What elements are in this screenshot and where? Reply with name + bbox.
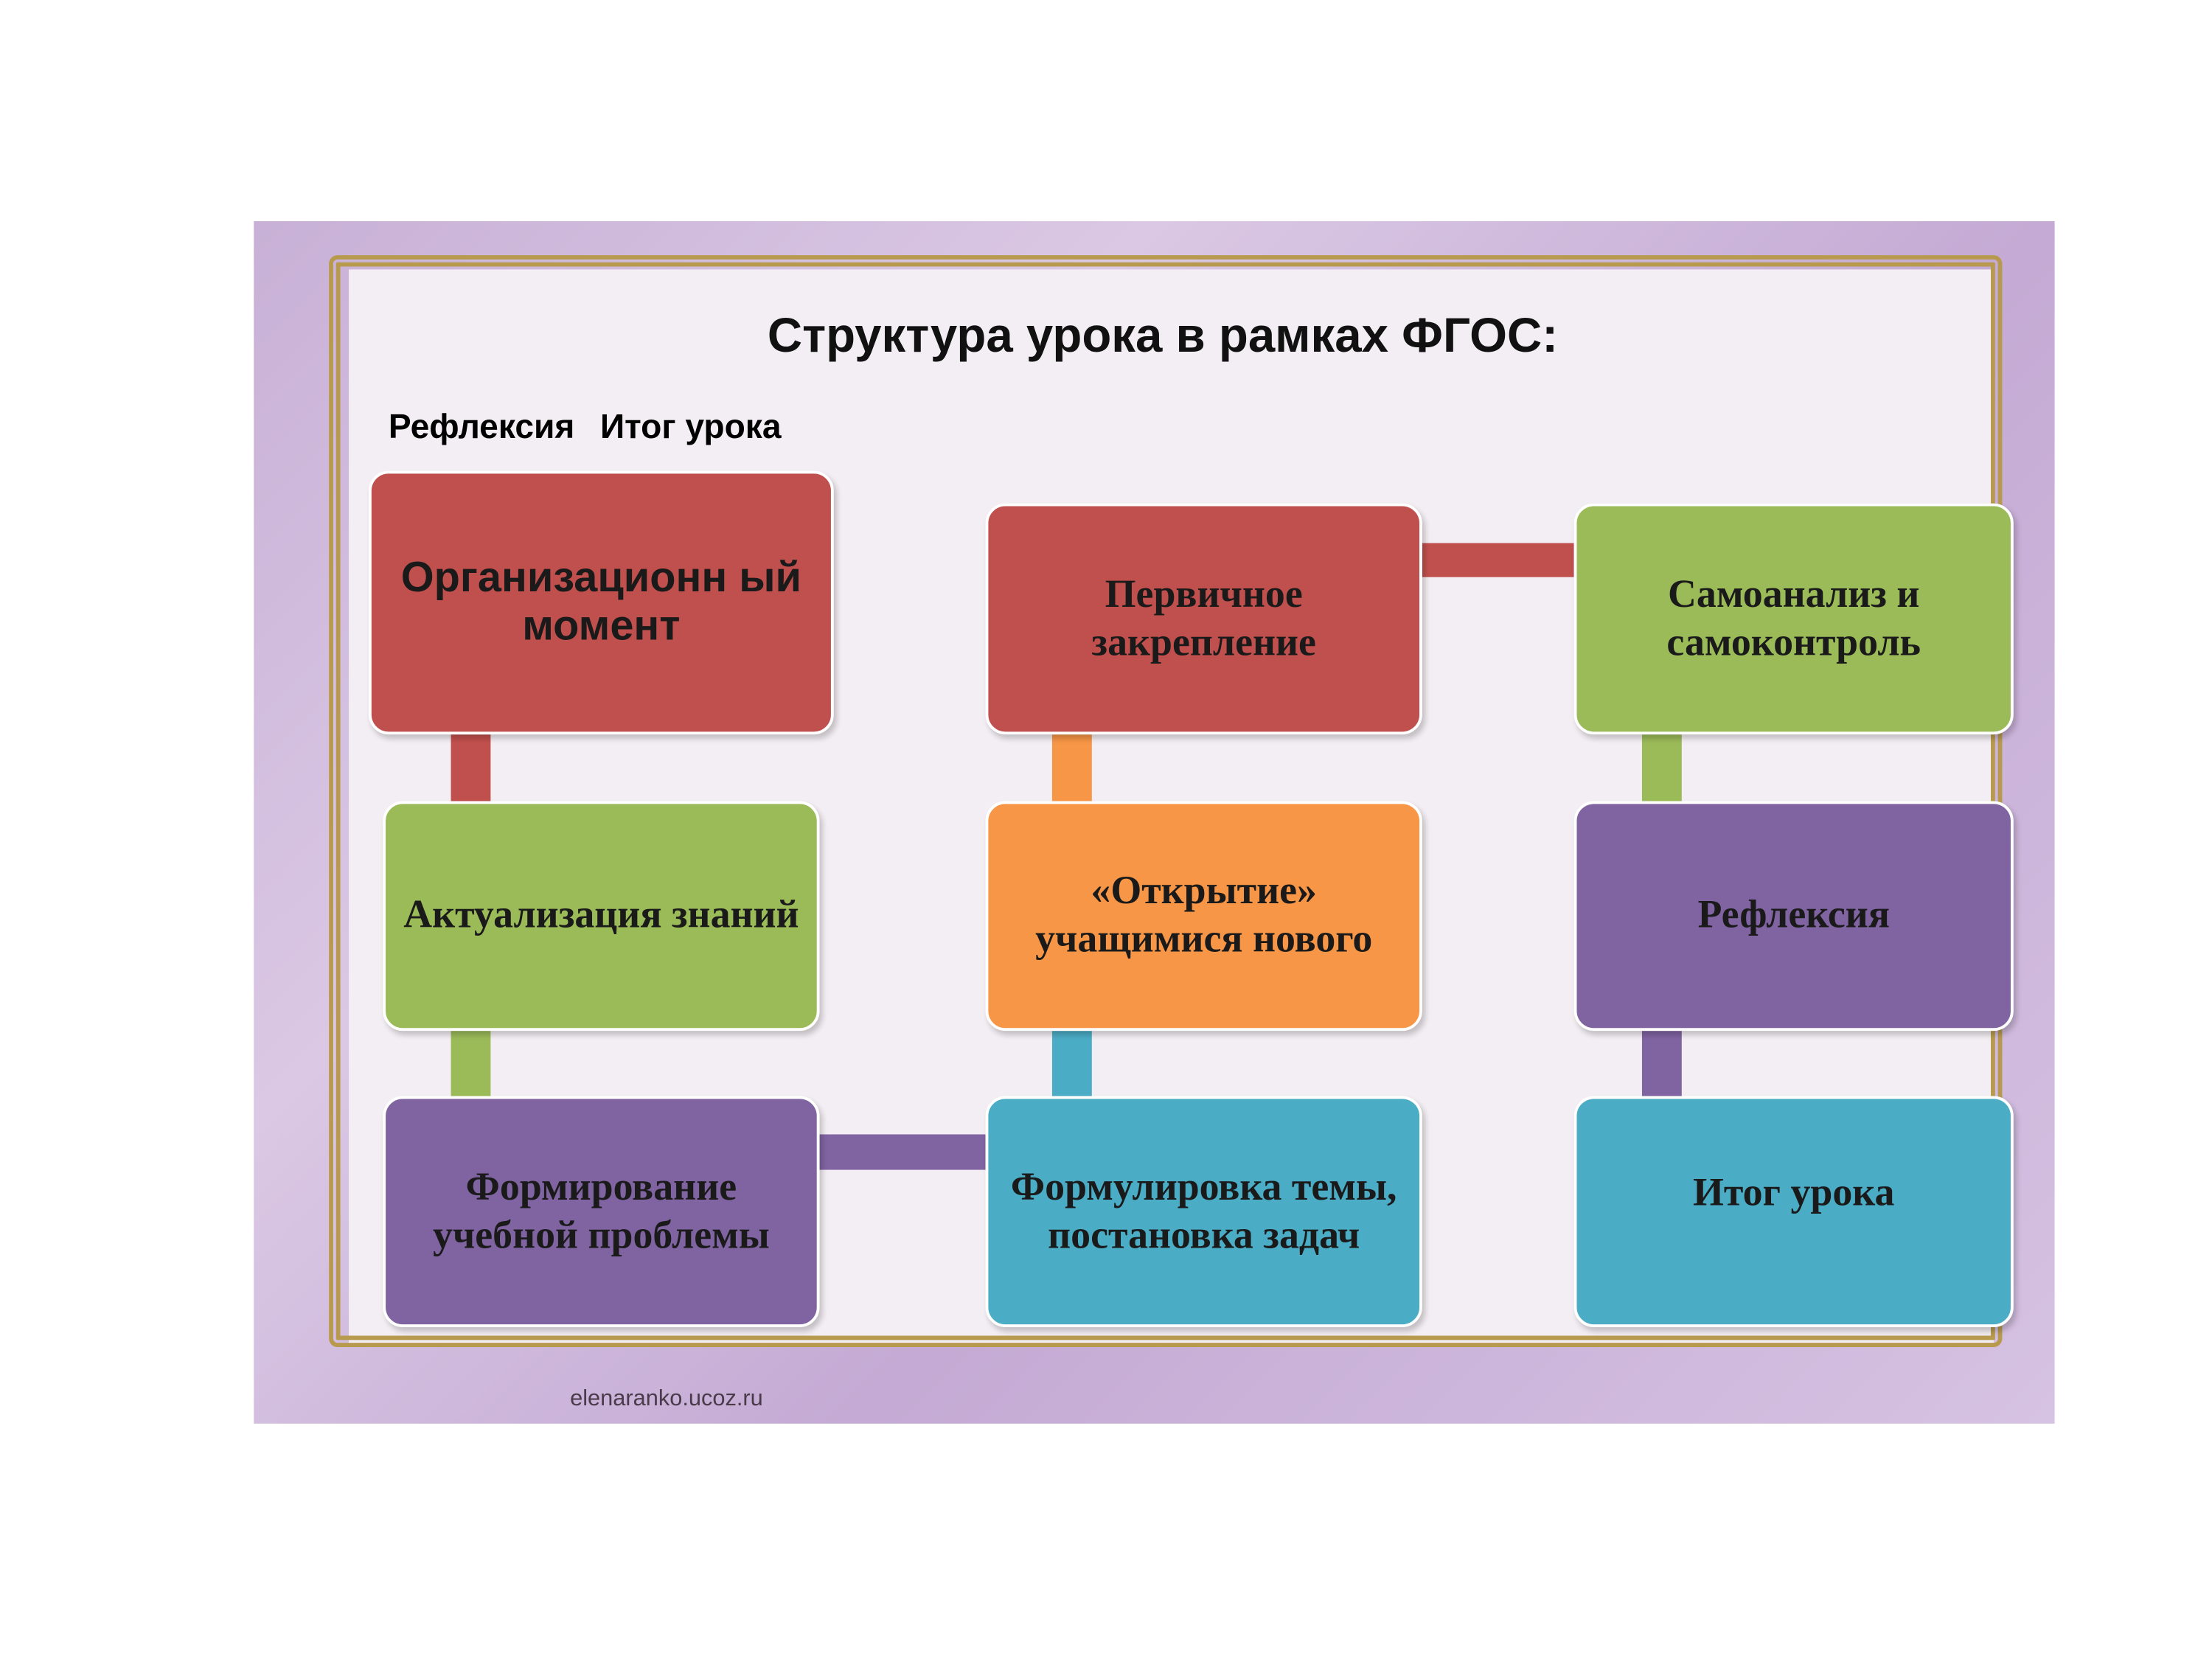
connector-3-4 xyxy=(819,1134,986,1170)
slide-title: Структура урока в рамках ФГОС: xyxy=(767,309,1559,364)
overlapping-label: Рефлексия Итог урока xyxy=(389,408,782,448)
connector-5-6 xyxy=(1051,734,1092,801)
step-lesson-summary: Итог урока xyxy=(1573,1096,2014,1328)
step-self-analysis: Самоанализ и самоконтроль xyxy=(1573,503,2014,735)
connector-2-3 xyxy=(451,1031,491,1096)
watermark: elenaranko.ucoz.ru xyxy=(570,1386,763,1411)
connector-4-5 xyxy=(1051,1031,1092,1096)
step-topic-formulation: Формулировка темы, постановка задач xyxy=(985,1096,1422,1328)
step-reflection: Рефлексия xyxy=(1573,801,2014,1032)
connector-1-2 xyxy=(451,734,491,801)
overlap-text-2: Итог урока xyxy=(599,408,782,447)
connector-8-9 xyxy=(1641,1031,1682,1096)
step-knowledge-actualization: Актуализация знаний xyxy=(383,801,820,1032)
step-primary-consolidation: Первичное закрепление xyxy=(985,503,1422,735)
step-problem-formation: Формирование учебной проблемы xyxy=(383,1096,820,1328)
connector-7-8 xyxy=(1641,734,1682,801)
overlap-text-1: Рефлексия xyxy=(388,408,575,447)
step-discovery: «Открытие» учащимися нового xyxy=(985,801,1422,1032)
connector-6-7 xyxy=(1422,543,1574,577)
step-organizational-moment: Организационн ый момент xyxy=(369,470,834,735)
